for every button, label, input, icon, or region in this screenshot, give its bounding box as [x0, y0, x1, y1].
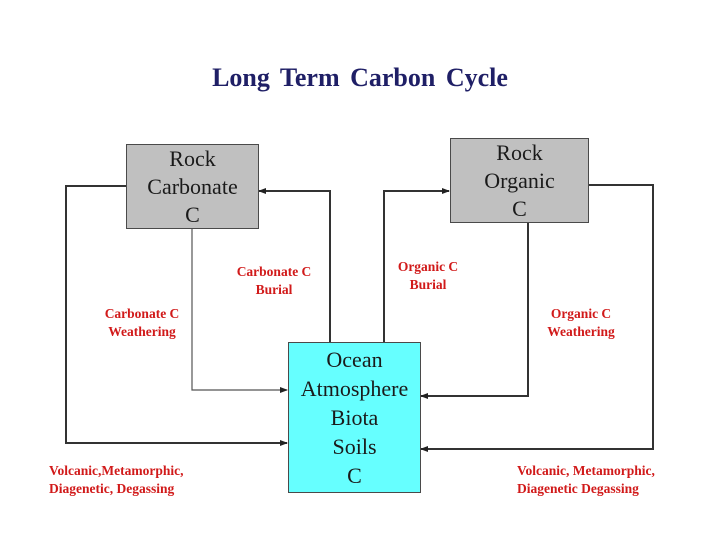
label-line: Carbonate C [236, 264, 312, 279]
box-line: C [512, 195, 527, 221]
organic-weathering-label: Organic C Weathering [536, 305, 626, 341]
box-line: Atmosphere [300, 376, 409, 401]
label-line: Weathering [108, 324, 176, 339]
box-line: Rock [496, 139, 543, 165]
left-degassing-label: Volcanic,Metamorphic, Diagenetic, Degass… [49, 462, 183, 498]
label-line: Burial [255, 282, 293, 297]
carbonate-burial-label: Carbonate C Burial [222, 263, 326, 299]
label-line: Diagenetic, Degassing [49, 481, 175, 496]
label-line: Carbonate C [104, 306, 180, 321]
label-line: Burial [409, 277, 447, 292]
box-line: C [347, 463, 362, 488]
carbonate-weathering-arrow [191, 228, 288, 393]
box-line: Rock [169, 145, 216, 171]
box-line: Biota [330, 405, 379, 430]
right-degassing-label: Volcanic, Metamorphic, Diagenetic Degass… [517, 462, 655, 498]
organic-burial-label: Organic C Burial [386, 258, 470, 294]
label-line: Organic C [397, 259, 459, 274]
organic-weathering-arrow [420, 222, 529, 399]
label-line: Volcanic,Metamorphic, [49, 463, 184, 478]
label-line: Organic C [550, 306, 612, 321]
organic-burial-arrow [383, 188, 450, 342]
carbonate-weathering-label: Carbonate C Weathering [92, 305, 192, 341]
left-degassing-arrow [65, 185, 288, 446]
right-degassing-arrow [420, 184, 654, 452]
diagram-title: Long Term Carbon Cycle [212, 63, 508, 92]
label-line: Diagenetic Degassing [517, 481, 639, 496]
rock-carbonate-box: Rock Carbonate C [126, 144, 259, 229]
box-line: C [185, 201, 200, 227]
box-line: Ocean [326, 347, 383, 372]
label-line: Weathering [547, 324, 615, 339]
label-line: Volcanic, Metamorphic, [517, 463, 655, 478]
box-line: Soils [332, 434, 377, 459]
carbonate-burial-arrow [258, 188, 331, 342]
ocean-atmosphere-box: Ocean Atmosphere Biota Soils C [288, 342, 421, 493]
rock-organic-box: Rock Organic C [450, 138, 589, 223]
box-line: Organic [484, 167, 555, 193]
box-line: Carbonate [147, 173, 238, 199]
